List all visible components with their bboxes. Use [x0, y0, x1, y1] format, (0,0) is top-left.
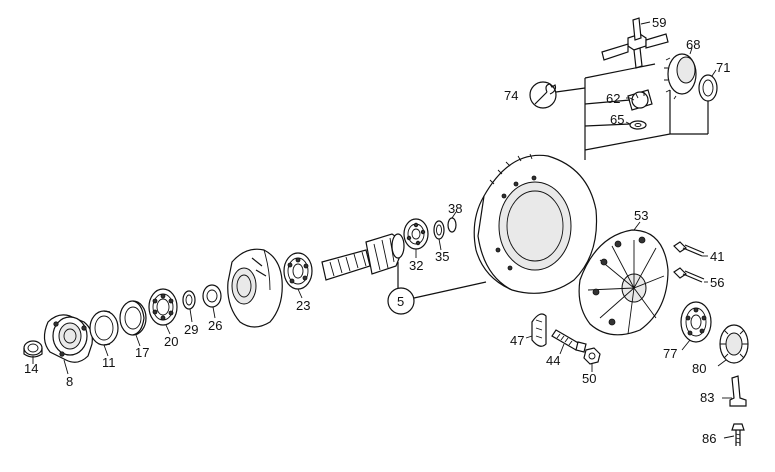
part-53-diff-housing	[578, 229, 669, 336]
part-38-shim	[447, 217, 457, 233]
callout-38: 38	[448, 201, 462, 216]
part-23-collar	[227, 248, 283, 328]
callout-17: 17	[135, 345, 149, 360]
part-47-lock-plate	[531, 313, 547, 347]
callout-62: 62	[606, 91, 620, 106]
part-77-bearing	[680, 301, 712, 343]
part-8-flange	[43, 314, 93, 363]
part-29-shim	[182, 290, 196, 310]
part-drive-pinion	[321, 233, 405, 281]
callout-32: 32	[409, 258, 423, 273]
callout-77: 77	[663, 346, 677, 361]
callout-56: 56	[710, 275, 724, 290]
callout-29: 29	[184, 322, 198, 337]
part-83-bracket	[729, 375, 747, 407]
part-44-bolt	[551, 329, 587, 353]
part-65-thrust-washer	[629, 120, 647, 130]
callout-35: 35	[435, 249, 449, 264]
part-59-spider	[601, 17, 669, 69]
callout-71: 71	[716, 60, 730, 75]
callout-20: 20	[164, 334, 178, 349]
part-71-washer	[698, 74, 718, 102]
wrench-icon	[529, 81, 557, 109]
callout-labels: 14 8 11 17 20 29 26 23 32 35 38 5 53 41 …	[24, 15, 730, 446]
callout-8: 8	[66, 374, 73, 389]
callout-65: 65	[610, 112, 624, 127]
callout-11: 11	[102, 355, 116, 370]
part-20-bearing	[148, 288, 178, 326]
callout-68: 68	[686, 37, 700, 52]
callout-47: 47	[510, 333, 524, 348]
part-50-nut	[583, 347, 601, 365]
callout-83: 83	[700, 390, 714, 405]
part-5-ring-gear	[473, 153, 598, 294]
callout-59: 59	[652, 15, 666, 30]
part-pinion-bearing	[283, 252, 313, 290]
callout-44: 44	[546, 353, 560, 368]
callout-80: 80	[692, 361, 706, 376]
part-41-bolt	[673, 241, 705, 257]
part-68-side-gear	[664, 53, 697, 100]
callout-23: 23	[296, 298, 310, 313]
callout-86: 86	[702, 431, 716, 446]
part-26-washer	[202, 284, 222, 308]
callout-5: 5	[397, 294, 404, 309]
part-35-shim	[433, 220, 445, 240]
callout-50: 50	[582, 371, 596, 386]
part-14-plug	[23, 340, 43, 358]
callout-14: 14	[24, 361, 38, 376]
part-56-bolt	[673, 267, 705, 283]
part-86-bolt	[731, 423, 745, 446]
callout-41: 41	[710, 249, 724, 264]
callout-74: 74	[504, 88, 518, 103]
part-17-spacer	[119, 300, 147, 336]
callout-26: 26	[208, 318, 222, 333]
part-62-pinion-gear	[627, 89, 653, 111]
part-80-adjusting-nut	[719, 324, 749, 364]
subassembly-bracket	[555, 63, 709, 160]
callout-5-circle	[387, 287, 415, 315]
part-32-bearing	[403, 218, 429, 250]
part-11-seal	[89, 310, 119, 346]
callout-53: 53	[634, 208, 648, 223]
